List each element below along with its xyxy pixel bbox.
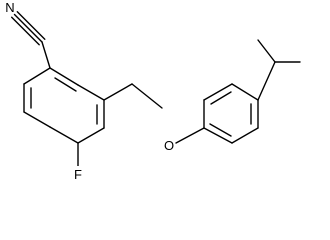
fluorobenzonitrile-ring xyxy=(23,67,105,144)
chemical-structure-diagram: F O N xyxy=(5,0,301,182)
nitrile-triple-bond-line-3 xyxy=(10,16,40,46)
fluorine-substituent: F xyxy=(71,142,85,182)
isopropyl-methyl-left xyxy=(257,39,276,63)
methylene-bond xyxy=(103,83,133,101)
ring-a-bond-4 xyxy=(77,127,105,144)
isopropyl-bond xyxy=(257,61,276,101)
ch2-to-oxygen-bond xyxy=(131,83,163,109)
nitrile-to-ring-bond xyxy=(41,41,51,69)
oxygen-to-ring-bond xyxy=(175,127,205,144)
ring-b-double-bond-3 xyxy=(209,123,232,137)
nitrile-group xyxy=(10,10,51,69)
methylene-ether-linker: O xyxy=(103,83,205,153)
ring-a-bond-5 xyxy=(49,126,79,144)
ring-a-bond-8 xyxy=(23,67,51,85)
ring-b-bond-5 xyxy=(231,127,259,144)
nitrile-triple-bond-line-2 xyxy=(16,10,46,40)
ring-b-bond-2 xyxy=(203,83,233,101)
nitrile-triple-bond-line-1 xyxy=(13,13,43,43)
ring-b-bond-6 xyxy=(203,127,233,144)
isopropyl-group xyxy=(257,39,301,101)
nitrogen-atom-label: N xyxy=(5,0,14,15)
ring-b-bond-3 xyxy=(231,83,259,101)
oxygen-atom-label: O xyxy=(164,138,174,153)
fluorine-label-bg xyxy=(71,166,85,182)
ring-b-double-bond-1 xyxy=(210,91,232,105)
fluorine-atom-label: F xyxy=(74,167,82,182)
ring-a-bond-2 xyxy=(77,84,105,101)
isopropylphenyl-ring xyxy=(203,83,259,144)
ring-a-bond-1 xyxy=(49,67,79,86)
ring-a-double-bond-1 xyxy=(54,77,77,92)
ring-a-bond-6 xyxy=(23,111,51,128)
